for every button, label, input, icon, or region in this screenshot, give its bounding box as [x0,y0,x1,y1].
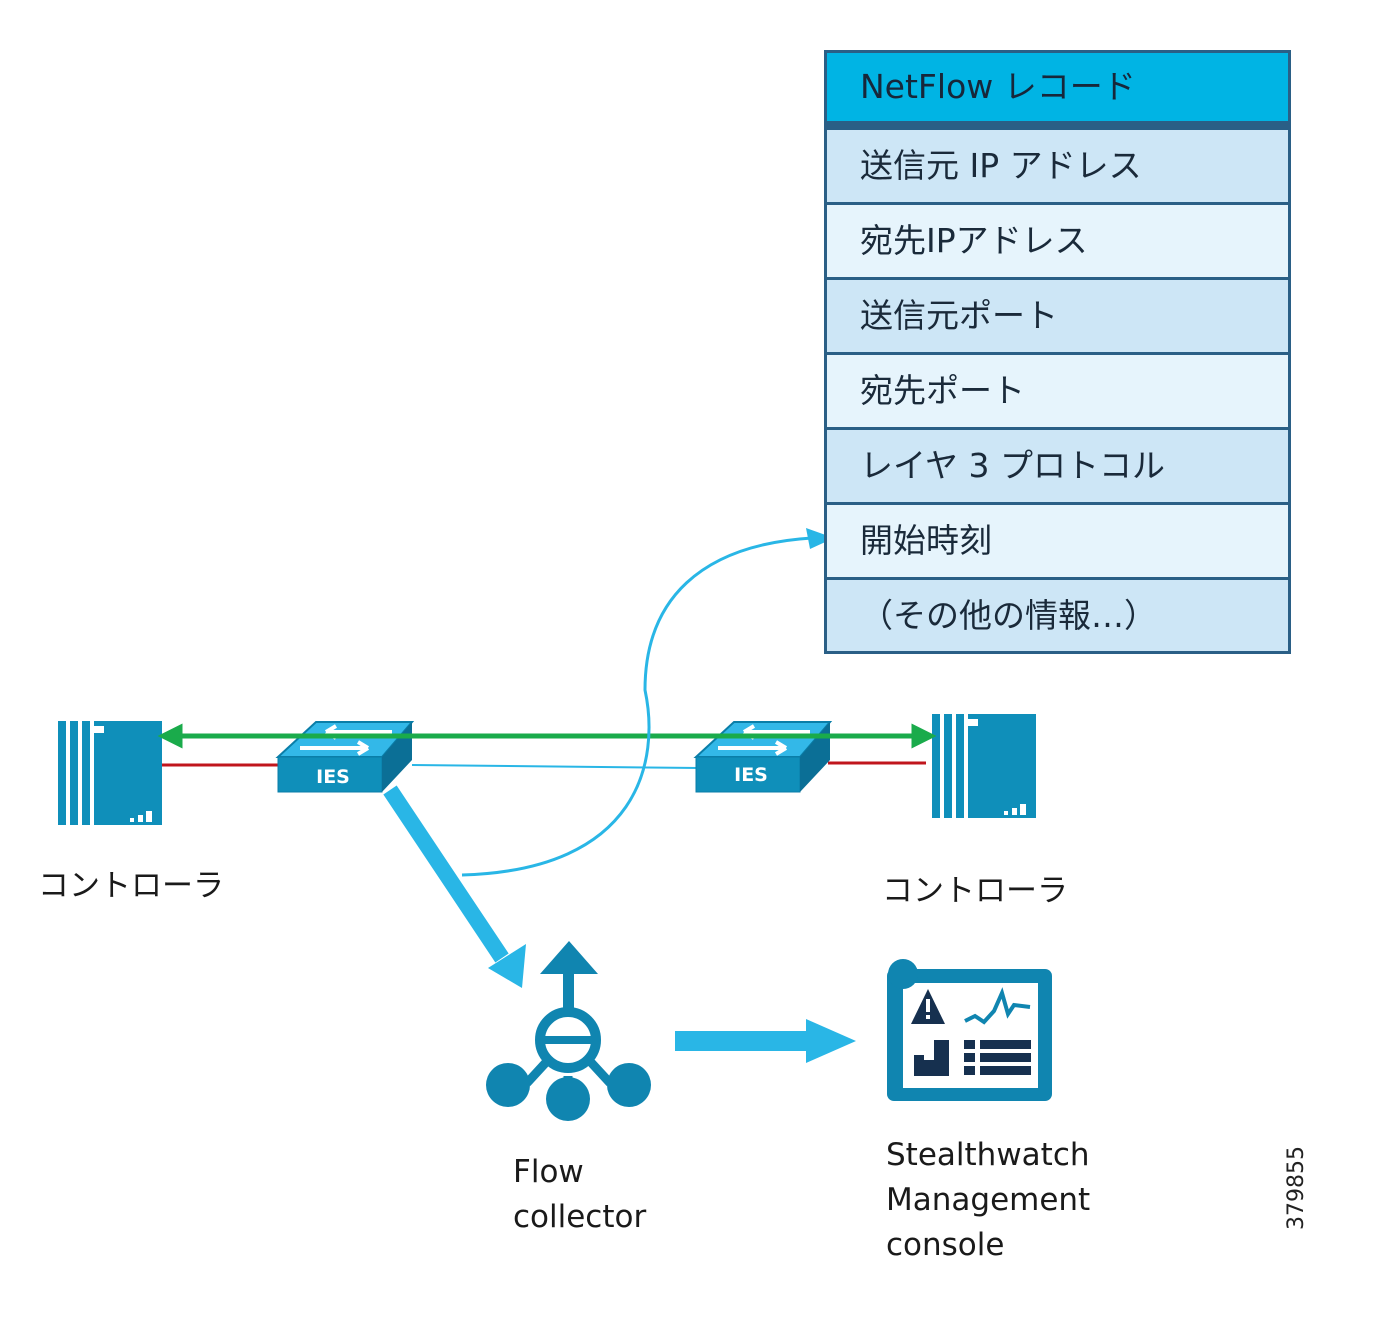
controller-left-icon [58,721,162,825]
record-field-start-time: 開始時刻 [827,505,1288,580]
controller-left-label: コントローラ [38,868,224,904]
record-field-destination-ip: 宛先IPアドレス [827,205,1288,280]
record-field-source-ip: 送信元 IP アドレス [827,130,1288,205]
switch-right-label: IES [734,764,768,786]
controller-right-label: コントローラ [882,873,1068,909]
flow-collector-label-line1: Flow [513,1154,584,1190]
controller-right-icon [932,714,1036,818]
smc-label-line2: Management [886,1182,1091,1218]
export-arrow-to-collector [383,785,526,988]
collector-to-console-arrow [675,1019,856,1063]
management-console-icon [887,959,1052,1101]
netflow-record-table: NetFlow レコード 送信元 IP アドレス 宛先IPアドレス 送信元ポート… [824,50,1291,654]
inter-switch-link [411,764,701,769]
smc-label-line3: console [886,1227,1005,1263]
record-field-l3-protocol: レイヤ 3 プロトコル [827,430,1288,505]
flow-collector-icon [486,941,651,1121]
record-pointer-arrow [461,528,834,877]
flow-collector-label-line2: collector [513,1199,647,1235]
switch-left-label: IES [316,766,350,788]
figure-id: 379855 [1284,1146,1309,1230]
record-field-destination-port: 宛先ポート [827,355,1288,430]
smc-label-line1: Stealthwatch [886,1137,1090,1173]
netflow-record-header: NetFlow レコード [827,53,1288,127]
record-field-other-info: （その他の情報…） [827,580,1288,651]
record-field-source-port: 送信元ポート [827,280,1288,355]
